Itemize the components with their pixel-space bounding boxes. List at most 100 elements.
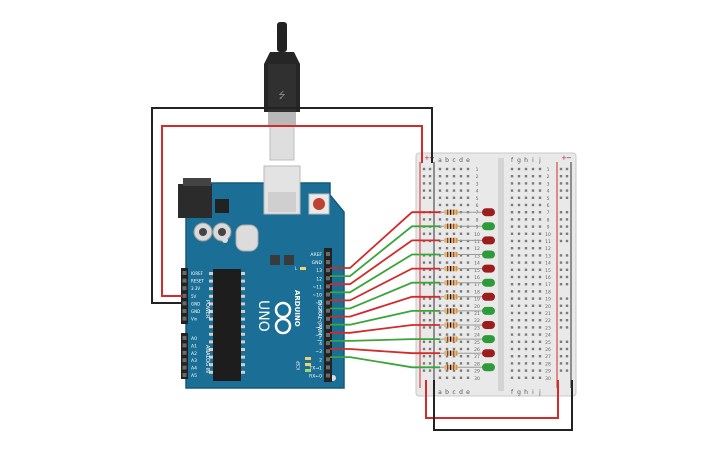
power-pin[interactable]	[182, 316, 187, 321]
signal-wire[interactable]	[330, 211, 440, 269]
breadboard-hole	[438, 297, 442, 300]
signal-wire[interactable]	[330, 338, 440, 342]
breadboard-hole	[531, 211, 535, 214]
breadboard-hole	[531, 225, 535, 228]
row-number: 8	[476, 217, 479, 223]
analog-pin[interactable]	[182, 336, 187, 340]
power-pin[interactable]	[182, 271, 187, 275]
wire-plus-rail-bridge[interactable]	[425, 380, 559, 419]
signal-wire[interactable]	[330, 348, 440, 355]
digital-pin[interactable]	[326, 349, 330, 354]
signal-wire[interactable]	[330, 239, 440, 286]
wire-5v-to-rail[interactable]	[161, 125, 423, 297]
breadboard-hole	[459, 189, 463, 192]
usb-cable[interactable]: ⭍	[264, 22, 300, 161]
row-number: 15	[474, 268, 480, 274]
column-letter: h	[524, 157, 528, 164]
breadboard-hole	[452, 319, 456, 322]
breadboard-hole	[438, 175, 442, 178]
digital-pin[interactable]	[326, 365, 330, 370]
signal-wire[interactable]	[330, 253, 440, 294]
digital-pin[interactable]	[326, 357, 330, 362]
resistor-band	[453, 364, 455, 370]
row-number: 20	[474, 304, 480, 310]
breadboard-hole	[524, 340, 528, 343]
rail-hole	[565, 232, 569, 235]
signal-wire[interactable]	[330, 295, 440, 318]
digital-pin[interactable]	[326, 252, 330, 256]
digital-pin[interactable]	[326, 341, 330, 346]
rail-hole	[428, 275, 432, 279]
breadboard-hole	[524, 283, 528, 286]
signal-wire[interactable]	[330, 324, 440, 334]
digital-pin[interactable]	[326, 276, 330, 281]
power-pin[interactable]	[182, 293, 187, 298]
digital-pin[interactable]	[326, 308, 330, 313]
analog-pin[interactable]	[182, 358, 187, 363]
power-pin[interactable]	[182, 278, 187, 283]
breadboard-hole	[438, 189, 442, 192]
column-letter: g	[517, 389, 521, 396]
breadboard-hole	[517, 261, 521, 264]
led	[482, 222, 495, 231]
reset-button[interactable]	[313, 198, 325, 210]
breadboard-hole	[510, 268, 514, 271]
row-number: 1	[476, 167, 479, 173]
signal-wire[interactable]	[330, 267, 440, 302]
signal-wire[interactable]	[330, 225, 440, 277]
analog-pin[interactable]	[182, 343, 187, 348]
breadboard-hole	[524, 355, 528, 358]
breadboard-hole	[524, 203, 528, 207]
breadboard-hole	[445, 232, 449, 235]
rail-hole	[559, 189, 563, 192]
row-number: 30	[474, 376, 480, 382]
rail-hole	[559, 319, 563, 322]
resistor-band	[456, 266, 458, 272]
analog-pin[interactable]	[182, 373, 187, 377]
resistor-band	[453, 223, 455, 229]
digital-pin[interactable]	[326, 316, 330, 321]
digital-pin[interactable]	[326, 268, 330, 273]
row-number: 7	[547, 210, 550, 216]
breadboard-hole	[445, 362, 449, 365]
rail-hole	[565, 189, 569, 192]
breadboard-hole	[538, 189, 542, 192]
digital-pin[interactable]	[326, 333, 330, 337]
breadboard-hole	[517, 182, 521, 185]
breadboard-hole	[510, 347, 514, 351]
chip-leg	[209, 317, 213, 321]
digital-pin[interactable]	[326, 324, 330, 329]
digital-pin[interactable]	[326, 373, 330, 378]
breadboard-hole	[459, 275, 463, 279]
row-number: 29	[474, 369, 480, 375]
breadboard-hole	[517, 275, 521, 279]
breadboard-hole	[531, 347, 535, 351]
wire-gnd-to-rail[interactable]	[151, 107, 433, 304]
digital-pin[interactable]	[326, 292, 330, 297]
wire-minus-rail-bridge[interactable]	[433, 380, 573, 431]
breadboard-hole	[531, 290, 535, 293]
analog-pin[interactable]	[182, 365, 187, 370]
arduino-uno-board[interactable]: L ARDUINO UNO DIGITAL (PWM~) POWER ANALO…	[178, 165, 345, 389]
signal-wires[interactable]	[330, 211, 440, 369]
column-letter: b	[445, 389, 449, 396]
breadboard-hole	[524, 261, 528, 264]
power-pin-label: GND	[191, 309, 200, 314]
rail-hole	[565, 225, 569, 228]
power-pin[interactable]	[182, 301, 187, 306]
breadboard-hole	[466, 254, 470, 257]
analog-pin[interactable]	[182, 350, 187, 355]
signal-wire[interactable]	[330, 356, 440, 369]
breadboard-hole	[510, 311, 514, 315]
power-pin[interactable]	[182, 309, 187, 313]
breadboard-hole	[531, 167, 535, 171]
signal-wire[interactable]	[330, 310, 440, 326]
power-pin[interactable]	[182, 286, 187, 291]
digital-pin[interactable]	[326, 284, 330, 289]
signal-wire[interactable]	[330, 281, 440, 310]
rail-hole	[565, 268, 569, 271]
digital-pin[interactable]	[326, 300, 330, 305]
digital-pin[interactable]	[326, 260, 330, 265]
